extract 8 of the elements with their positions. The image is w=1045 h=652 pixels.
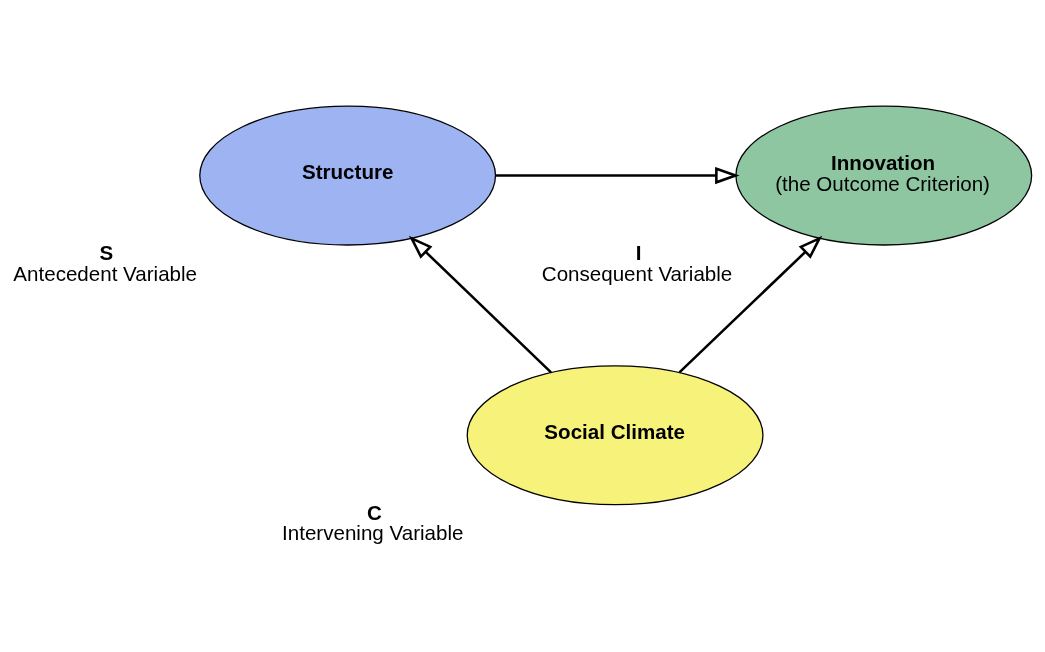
node-ellipse: Structure bbox=[199, 105, 497, 246]
arrow bbox=[678, 235, 823, 374]
node-label: Intervening Variable bbox=[282, 521, 464, 545]
node-ellipse: Social Climate bbox=[466, 365, 764, 506]
node-label: C bbox=[366, 500, 382, 524]
arrow bbox=[408, 235, 552, 374]
node-ellipse: Innovation (the Outcome Criterion) bbox=[735, 105, 1033, 246]
arrow bbox=[495, 167, 740, 185]
